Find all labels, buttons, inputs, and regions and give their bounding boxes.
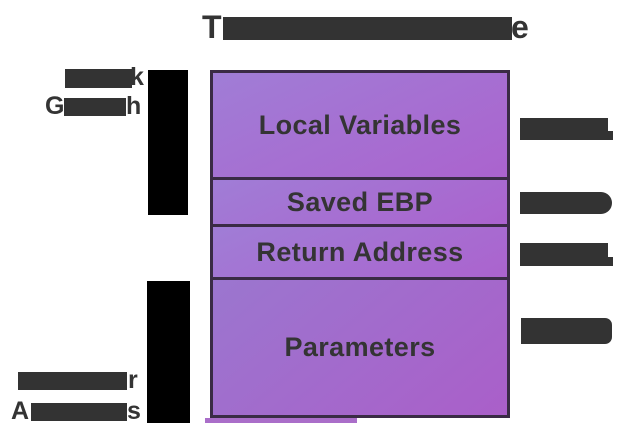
title-visible-suffix: e <box>511 9 529 45</box>
offset-annotation-parameters-redacted <box>521 318 612 344</box>
stack-row-label: Parameters <box>284 332 436 362</box>
stack-row-label: Saved EBP <box>286 186 434 217</box>
higher-addresses-line2-prefix: A <box>11 397 30 425</box>
higher-addresses-line2-redaction <box>31 403 127 421</box>
stack-growth-line1-suffix: k <box>130 63 144 91</box>
stack-row-local-variables: Local Variables <box>213 73 507 177</box>
stack-growth-line2-suffix: h <box>126 92 142 120</box>
offset-annotation-return-address-redacted <box>520 243 613 266</box>
stack-row-return-address: Return Address <box>213 224 507 277</box>
higher-addresses-line1-suffix: r <box>128 366 138 394</box>
stack-growth-arrow-redacted-bar <box>148 70 188 215</box>
stack-row-parameters: Parameters <box>213 277 507 415</box>
offset-annotation-saved-ebp-redacted <box>520 192 612 214</box>
higher-addresses-line2-suffix: s <box>127 397 141 425</box>
stack-growth-line1-redaction <box>65 69 132 88</box>
higher-addresses-line1-redaction <box>18 372 127 390</box>
stack-growth-line2-prefix: G <box>45 92 65 120</box>
title-redaction-box <box>223 17 512 40</box>
stack-growth-line2-redaction <box>64 98 126 116</box>
box-bottom-artifact-strip <box>205 418 357 423</box>
stack-row-label: Local Variables <box>258 109 462 140</box>
offset-annotation-local-variables-redacted <box>520 118 613 140</box>
stack-frame-box: Local Variables Saved EBP Return Address… <box>210 70 510 418</box>
stack-row-label: Return Address <box>256 236 464 267</box>
higher-addresses-arrow-redacted-bar <box>147 281 190 423</box>
title-visible-prefix: T <box>202 9 222 45</box>
stack-row-saved-ebp: Saved EBP <box>213 177 507 224</box>
